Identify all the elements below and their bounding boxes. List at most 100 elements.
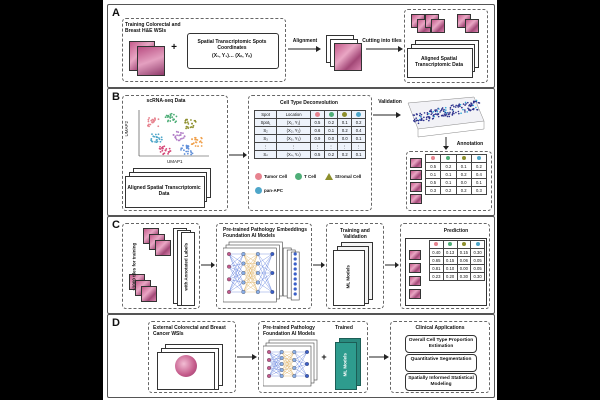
validation-point bbox=[446, 115, 449, 118]
validation-point bbox=[450, 104, 453, 107]
deconv-cell: (X₁, Y₁) bbox=[276, 118, 312, 127]
wsi-title: Training Colorectal and Breast H&E WSIs bbox=[125, 22, 181, 34]
validation-point bbox=[474, 100, 476, 103]
validation-point bbox=[453, 112, 455, 115]
d-trained-label: Trained bbox=[335, 325, 353, 331]
d-ml-label: ML Models bbox=[342, 353, 348, 377]
umap-point bbox=[169, 150, 172, 152]
app-segmentation: Quantitative Segmentation bbox=[405, 354, 477, 372]
umap-point bbox=[192, 124, 195, 127]
clinical-box: Clinical Applications Overall Cell Type … bbox=[390, 321, 490, 393]
stromal-cell-icon bbox=[342, 111, 348, 117]
validation-point bbox=[428, 117, 431, 120]
foundation-box: Pre-trained Pathology Foundation AI Mode… bbox=[216, 223, 312, 309]
panel-d: D External Colorectal and Breast Cancer … bbox=[107, 314, 495, 398]
validation-point bbox=[427, 115, 429, 118]
umap-point bbox=[175, 115, 178, 118]
embedding-node bbox=[293, 287, 297, 291]
validation-point bbox=[458, 112, 460, 115]
umap-scatter bbox=[138, 110, 209, 157]
umap-point bbox=[175, 120, 178, 123]
network-node bbox=[267, 374, 271, 378]
arrow-alignment-icon bbox=[288, 46, 321, 52]
validation-point bbox=[454, 106, 457, 108]
external-box: External Colorectal and Breast Cancer WS… bbox=[148, 321, 236, 393]
validation-point bbox=[471, 108, 474, 111]
umap-point bbox=[147, 118, 150, 121]
umap-point bbox=[157, 118, 160, 121]
network-node bbox=[267, 366, 271, 370]
umap-point bbox=[154, 133, 157, 136]
hdr-spot: Spot bbox=[253, 110, 278, 119]
deconv-cell: S₂ bbox=[253, 126, 278, 135]
validation-point bbox=[437, 115, 440, 118]
umap-point bbox=[147, 124, 149, 127]
arrow-annotation-icon bbox=[443, 137, 449, 150]
umap-point bbox=[187, 122, 190, 125]
validation-point bbox=[451, 112, 454, 114]
network-node bbox=[227, 252, 231, 256]
umap-point bbox=[183, 135, 186, 138]
annotated-labels: with Annotated Labels bbox=[183, 242, 189, 291]
umap-point bbox=[169, 116, 172, 119]
validation-point bbox=[417, 122, 420, 125]
validation-point bbox=[475, 106, 477, 109]
pred-tcell-icon bbox=[448, 242, 453, 246]
legend-tcell-icon bbox=[295, 173, 302, 180]
validation-point bbox=[443, 115, 445, 117]
validation-point bbox=[460, 112, 462, 115]
validation-point bbox=[417, 119, 420, 122]
embedding-node bbox=[293, 282, 297, 286]
embeddings-label: Embeddings bbox=[276, 227, 307, 233]
deconv-cell: ⋮ bbox=[337, 142, 353, 151]
d-foundation-label: Pre-trained Pathology Foundation AI Mode… bbox=[263, 325, 316, 337]
deconv-cell: S₃ bbox=[253, 134, 278, 143]
annotation-cell: 0.2 bbox=[455, 170, 472, 179]
umap-point bbox=[187, 150, 189, 153]
c-ml-label: ML Models bbox=[345, 265, 351, 289]
training-box: Training and Validation ML Models bbox=[326, 223, 384, 309]
umap-point bbox=[200, 141, 203, 144]
validation-point bbox=[443, 113, 446, 115]
umap-point bbox=[186, 152, 189, 155]
umap-point bbox=[172, 134, 175, 136]
network-node bbox=[267, 350, 271, 354]
network-node bbox=[227, 290, 231, 294]
umap-point bbox=[163, 152, 166, 155]
network-node bbox=[305, 350, 309, 354]
spots-coords: (X₁, Y₁)… (Xₙ, Yₙ) bbox=[212, 53, 252, 59]
plus-sign: + bbox=[171, 42, 177, 53]
network-node bbox=[292, 374, 297, 378]
annotation-label: Annotation bbox=[456, 141, 484, 147]
umap-point bbox=[159, 150, 162, 153]
annotation-cell: 0.2 bbox=[440, 186, 457, 195]
network-node bbox=[255, 290, 260, 294]
validation-point bbox=[475, 100, 478, 103]
umap-point bbox=[158, 137, 160, 139]
validation-point bbox=[478, 102, 481, 104]
umap-point bbox=[194, 136, 197, 139]
legend-tumor-icon bbox=[255, 173, 262, 180]
network-node bbox=[270, 290, 275, 294]
validation-point bbox=[472, 101, 475, 104]
annotation-cell: 0.5 bbox=[424, 178, 442, 187]
anno-tumor-icon bbox=[431, 156, 436, 160]
validation-point bbox=[464, 104, 466, 106]
umap-point bbox=[183, 149, 185, 152]
network-node bbox=[292, 358, 297, 362]
prediction-cell: 0.13 bbox=[442, 248, 458, 257]
umap-point bbox=[183, 153, 186, 155]
validation-point bbox=[466, 101, 469, 104]
umap-point bbox=[180, 132, 183, 134]
validation-point bbox=[455, 104, 457, 107]
anno-apc-icon bbox=[476, 156, 481, 160]
annotation-cell: 0.1 bbox=[470, 178, 488, 187]
network-node bbox=[267, 358, 271, 362]
network-node bbox=[241, 290, 246, 294]
external-label: External Colorectal and Breast Cancer WS… bbox=[153, 325, 226, 337]
validation-point bbox=[452, 104, 454, 106]
annotation-cell: 0.2 bbox=[440, 162, 457, 171]
validation-point bbox=[422, 119, 425, 122]
